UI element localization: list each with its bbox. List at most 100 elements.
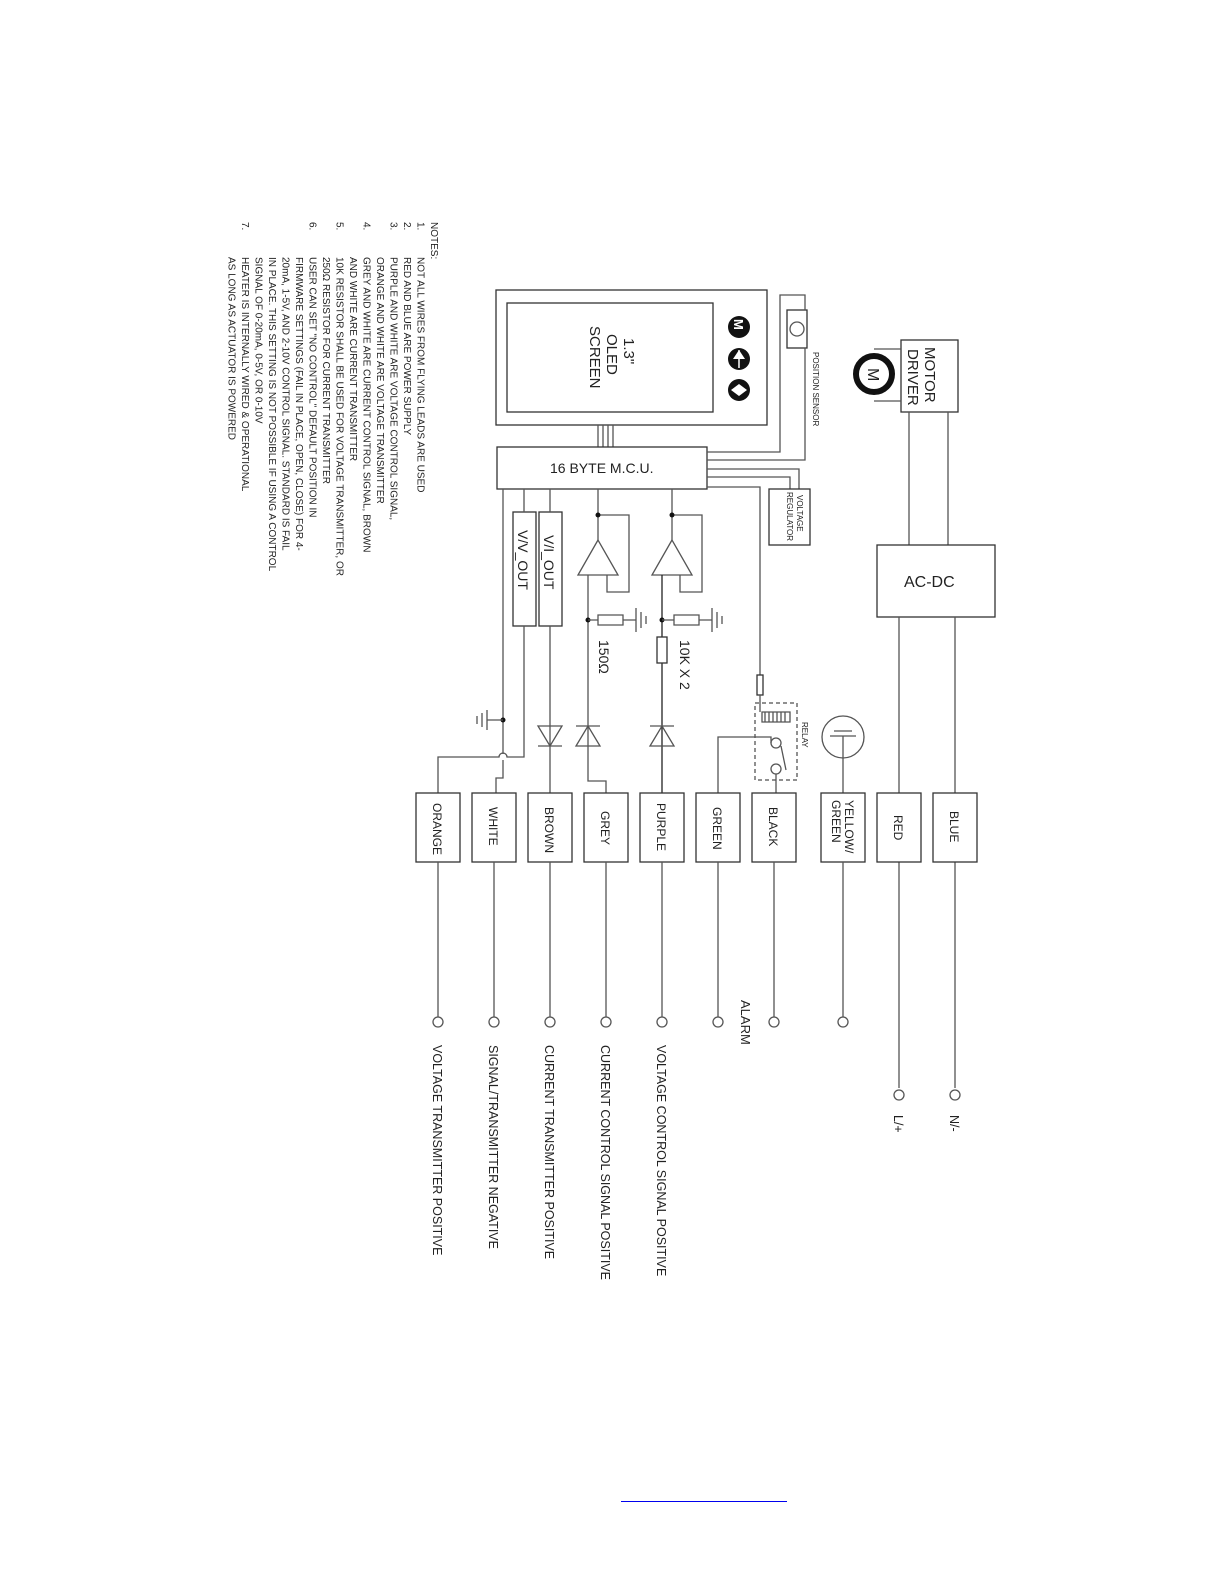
grey-amp-feedback xyxy=(597,489,630,593)
terminal-label: L/+ xyxy=(891,1115,905,1133)
grey-amplifier-icon xyxy=(576,538,620,576)
relay-resistor-icon xyxy=(756,674,764,696)
terminal-icon xyxy=(712,1016,724,1028)
relay-coil-icon xyxy=(761,711,791,723)
wire-box xyxy=(583,792,629,863)
mcu-side-lines xyxy=(707,294,806,675)
note-line: USER CAN SET "NO CONTROL" DEFAULT POSITI… xyxy=(307,257,318,517)
position-sensor-icon xyxy=(789,321,805,337)
hyperlink-underline[interactable] xyxy=(621,1501,787,1502)
diode-brown-icon xyxy=(536,725,564,748)
voltage-regulator-label-1: VOLTAGE xyxy=(795,495,804,532)
note-line: PURPLE AND WHITE ARE VOLTAGE CONTROL SIG… xyxy=(388,257,399,520)
ac-dc-label: AC-DC xyxy=(904,574,955,591)
note-line: ORANGE AND WHITE ARE VOLTAGE TRANSMITTER xyxy=(374,257,385,504)
note-number: 2. xyxy=(401,222,412,230)
wire-color-label: BROWN xyxy=(542,807,556,853)
resistor-10k-ground-icon xyxy=(662,608,723,632)
terminal-label: CURRENT CONTROL SIGNAL POSITIVE xyxy=(598,1045,612,1280)
terminal-icon xyxy=(949,1089,961,1101)
terminal-label: CURRENT TRANSMITTER POSITIVE xyxy=(542,1045,556,1259)
purple-amplifier-icon xyxy=(650,538,694,576)
notes-heading: NOTES: xyxy=(428,222,439,259)
resistor-10k-label: 10K X 2 xyxy=(677,640,693,690)
power-lines xyxy=(898,617,956,1088)
wire-brown: BROWN CURRENT TRANSMITTER POSITIVE xyxy=(527,792,573,1259)
relay xyxy=(754,702,798,781)
note-line: HEATER IS INTERNALLY WIRED & OPERATIONAL xyxy=(239,257,250,492)
motor-driver-label-2: DRIVER xyxy=(904,349,921,406)
note-line: NOT ALL WIRES FROM FLYING LEADS ARE USED xyxy=(415,257,426,492)
terminal-icon xyxy=(656,1016,668,1028)
wire-color-label: GREY xyxy=(598,811,612,845)
motor-icon xyxy=(853,353,895,395)
wire-box xyxy=(527,792,573,863)
oled-label-2: OLED xyxy=(603,334,620,375)
earth-line xyxy=(830,730,856,793)
note-line: 250Ω RESISTOR FOR CURRENT TRANSMITTER xyxy=(320,257,331,484)
grey-line xyxy=(587,575,607,793)
terminal-icon xyxy=(544,1016,556,1028)
oled-label-3: SCREEN xyxy=(586,326,603,389)
resistor-10k-series-icon xyxy=(656,636,668,664)
wire-color-label: ORANGE xyxy=(430,803,444,855)
mcu-label: 16 BYTE M.C.U. xyxy=(550,460,653,476)
wire-color-label: PURPLE xyxy=(654,803,668,851)
menu-button-icon: M xyxy=(728,316,750,338)
wire-orange: ORANGE VOLTAGE TRANSMITTER POSITIVE xyxy=(415,792,461,1255)
notes-block: NOTES:1. NOT ALL WIRES FROM FLYING LEADS … xyxy=(226,222,440,576)
terminal-label: N/- xyxy=(947,1115,961,1132)
wire-color-label: BLACK xyxy=(766,807,780,846)
note-line: AND WHITE ARE CURRENT TRANSMITTER xyxy=(347,257,358,461)
wire-box xyxy=(876,792,922,863)
wire-yellow: YELLOW/GREEN xyxy=(820,792,866,1028)
mcu xyxy=(496,446,708,490)
terminal-label: VOLTAGE TRANSMITTER POSITIVE xyxy=(430,1045,444,1255)
wire-green: GREEN xyxy=(695,792,741,1028)
terminal-icon xyxy=(893,1089,905,1101)
wire-box xyxy=(695,792,741,863)
purple-amp-feedback xyxy=(671,489,703,593)
ground-icon xyxy=(476,710,503,730)
terminal-icon xyxy=(432,1016,444,1028)
svg-text:M: M xyxy=(731,319,746,330)
left-right-button-icon xyxy=(728,348,750,370)
white-line xyxy=(495,489,504,793)
voltage-regulator xyxy=(768,488,811,546)
note-number: 6. xyxy=(307,222,318,230)
oled-bus xyxy=(597,425,614,447)
wire-boxes: ORANGE VOLTAGE TRANSMITTER POSITIVE WHITES… xyxy=(415,792,978,1280)
note-line: SIGNAL OF 0-20mA, 0-5V, OR 0-10V xyxy=(253,257,264,424)
note-number: 7. xyxy=(239,222,250,230)
note-number: 5. xyxy=(334,222,345,230)
terminal-icon xyxy=(488,1016,500,1028)
wire-color-label: GREEN xyxy=(710,807,724,850)
relay-contact-icon xyxy=(770,763,782,775)
oled-screen xyxy=(506,302,714,413)
wire-box xyxy=(471,792,517,863)
note-line: IN PLACE. THIS SETTING IS NOT POSSIBLE I… xyxy=(266,257,277,572)
terminal-icon xyxy=(768,1016,780,1028)
wire-red: RED L/+ xyxy=(876,792,922,1133)
wire-color-label: WHITE xyxy=(486,807,500,846)
v-v-out-label: V/V_OUT xyxy=(515,530,531,590)
orange-line xyxy=(437,489,525,793)
alarm-label: ALARM xyxy=(738,1000,753,1045)
terminal-icon xyxy=(837,1016,849,1028)
note-number: 1. xyxy=(415,222,426,230)
note-line: GREY AND WHITE ARE CURRENT CONTROL SIGNA… xyxy=(361,257,372,552)
wire-color-label: RED xyxy=(891,815,905,841)
up-down-button-icon xyxy=(728,379,750,401)
motor-driver-label-1: MOTOR xyxy=(921,347,938,403)
relay-contact-icon xyxy=(770,737,782,749)
wire-black: BLACK xyxy=(751,792,797,1028)
wire-color-label: BLUE xyxy=(947,811,961,842)
ac-dc-converter xyxy=(876,544,996,618)
note-number: 4. xyxy=(361,222,372,230)
position-sensor xyxy=(786,309,808,349)
note-number: 3. xyxy=(388,222,399,230)
diode-purple-icon xyxy=(648,724,676,747)
